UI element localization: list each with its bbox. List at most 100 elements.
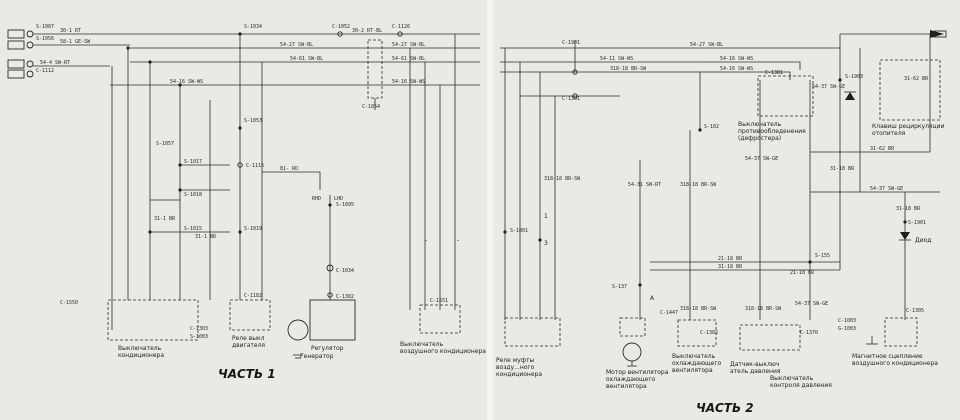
- relay-clutch-box: [504, 317, 561, 347]
- node-s1053: [238, 126, 242, 130]
- arrow-right-icon: [930, 30, 947, 38]
- label-s1007: S-1007: [36, 24, 54, 30]
- label-w31-62b: 31-62 BR: [904, 76, 929, 82]
- label-c1302: C-1302: [336, 294, 354, 300]
- left-vertical-runs: [111, 34, 321, 330]
- label-w21-18: 21-18 BR: [718, 256, 743, 262]
- label-c1126: C-1126: [392, 24, 410, 30]
- terminal-2-pin: [26, 41, 34, 49]
- label-w30-1: 30-1 RT: [60, 28, 81, 34]
- node-s1001: [503, 230, 507, 234]
- label-w318e: 318-18 BR-SW: [680, 306, 717, 312]
- terminal-1-pin: [26, 30, 34, 38]
- component-shapes: [107, 59, 941, 362]
- label-c1551: C-1551: [430, 298, 448, 304]
- caption-generator: Генератор: [300, 353, 334, 360]
- marker-minus-1: -: [425, 237, 427, 244]
- defroster-box: [757, 75, 814, 117]
- bus-54-16-right: [700, 61, 801, 70]
- pressure-sensor-box: [739, 324, 801, 351]
- label-w31-62: 31-62 BR: [870, 146, 895, 152]
- label-s1056: S-1056: [36, 36, 54, 42]
- label-c1301: C-1301: [562, 96, 580, 102]
- label-w54-16r: 54-16 SW-WS: [720, 56, 753, 62]
- bus-54-16b-right: [700, 71, 791, 80]
- label-w54-27b: 54-27 SW-BL: [392, 42, 425, 48]
- label-w318b: 318-18 BR-SW: [544, 176, 581, 182]
- part-1-heading: ЧАСТЬ 1: [218, 367, 276, 381]
- label-c1182: C-1182: [244, 293, 262, 299]
- node-s1019: [238, 230, 242, 234]
- marker-a: A: [650, 295, 655, 302]
- splice-nodes: [126, 32, 907, 287]
- terminal-3-box: [7, 59, 25, 69]
- label-w54-27: 54-27 SW-BL: [280, 42, 313, 48]
- label-w54-37c: 54-37 SW-GE: [745, 156, 778, 162]
- node-s155: [808, 260, 812, 264]
- label-c1112: C-1112: [36, 68, 54, 74]
- label-s1903: S-1903: [845, 74, 863, 80]
- label-c1382: C-1382: [700, 330, 718, 336]
- terminal-4-box: [7, 69, 25, 79]
- generator-symbol: [287, 319, 309, 341]
- terminal-4-pin: [26, 70, 34, 78]
- left-terminals: [7, 29, 34, 79]
- fan-motor-connector: [619, 317, 646, 337]
- label-w54-16r2: 54-16 SW-WS: [720, 66, 753, 72]
- ac-switch2-box: [419, 304, 461, 334]
- label-s1019: S-1019: [244, 226, 262, 232]
- magnetic-clutch-box: [884, 317, 918, 347]
- right-vertical-runs: [504, 34, 931, 320]
- node-s1901: [903, 220, 907, 224]
- conn-c1052-ring: [337, 31, 343, 37]
- motor-icon: [622, 342, 642, 362]
- label-w54-31: 54-31 SW-RT: [628, 182, 661, 188]
- label-c1370: C-1370: [800, 330, 818, 336]
- conn-c1126-ring: [397, 31, 403, 37]
- label-w30-2: 30-2 RT-BL: [352, 28, 382, 34]
- label-w54-4: 54-4 SW-RT: [40, 60, 70, 66]
- conn-c1901-ring: [572, 69, 578, 75]
- label-w318: 318-18 BR-SW: [610, 66, 647, 72]
- label-s1095: S-1095: [336, 202, 354, 208]
- label-w54-11: 54-11 SW-WS: [600, 56, 633, 62]
- wire-81: [262, 171, 321, 190]
- conn-c1034-ring: [326, 264, 334, 272]
- caption-regulator: Регулятор: [311, 345, 344, 352]
- node-s137: [638, 283, 642, 287]
- conn-c1301-ring: [572, 93, 578, 99]
- node-s102: [698, 128, 702, 132]
- label-s1093: G-1003: [838, 326, 856, 332]
- label-s1003: S-1003: [190, 334, 208, 340]
- label-w54-61b: 54-61 SW-BL: [392, 56, 425, 62]
- label-s1017: S-1017: [184, 159, 202, 165]
- terminal-1-box: [7, 29, 25, 39]
- ac-switch-box: [107, 299, 199, 341]
- label-s1053: S-1053: [244, 118, 262, 124]
- label-w318c: 318-18 BR-SW: [680, 182, 717, 188]
- node-s1903: [838, 78, 842, 82]
- marker-pin-3: 3: [544, 240, 548, 247]
- marker-minus-2: -: [457, 237, 459, 244]
- regulator-box: [309, 299, 356, 341]
- label-w81: 81- RO: [280, 166, 298, 172]
- label-c1550: C-1550: [60, 300, 78, 306]
- label-w31-18c: 31-18 BR: [896, 206, 921, 212]
- label-s1901: S-1901: [908, 220, 926, 226]
- node-s1034: [238, 32, 242, 36]
- label-w54-37d: 54-37 SW-GE: [812, 84, 845, 90]
- terminal-2-box: [7, 40, 25, 50]
- label-rhd: RHD: [312, 196, 321, 202]
- caption-diode: Диод: [915, 237, 931, 244]
- horizontal-buses: [33, 33, 940, 271]
